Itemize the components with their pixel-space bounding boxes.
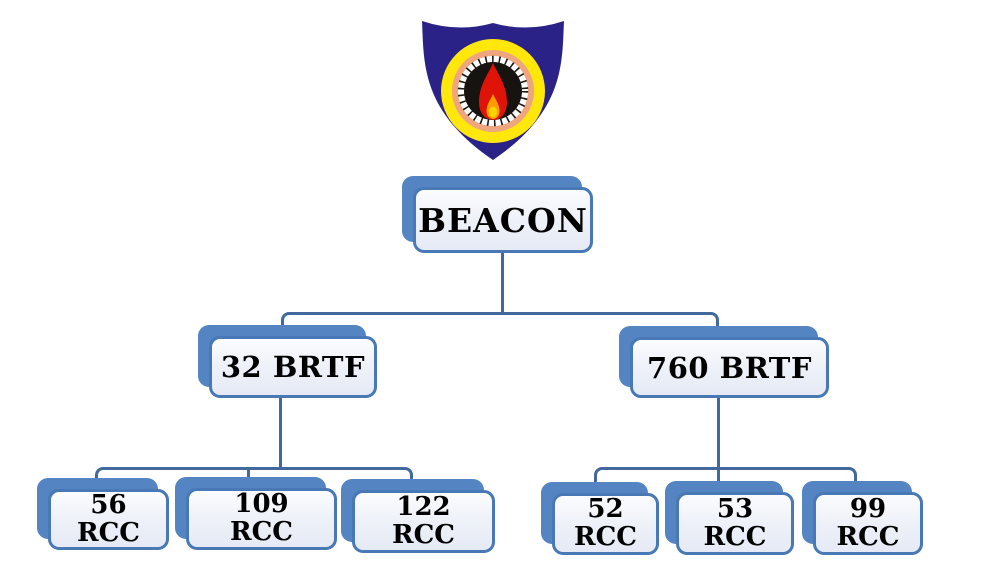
node-109-rcc-face: 109 RCC: [186, 488, 337, 550]
node-760-brtf-face: 760 BRTF: [630, 337, 829, 398]
node-99-rcc-face: 99 RCC: [813, 492, 923, 555]
connector-32brtf-stem: [279, 396, 282, 469]
node-99-rcc-type: RCC: [836, 521, 900, 552]
node-109-rcc-type: RCC: [230, 517, 293, 547]
ring-ticks: [457, 55, 529, 127]
node-109-rcc-number: 109: [234, 489, 289, 520]
node-760-brtf-label: 760 BRTF: [647, 350, 812, 385]
connector-drop-109rcc: [247, 469, 250, 482]
connector-760brtf-stem: [717, 396, 720, 486]
node-122-rcc: 122 RCC: [341, 479, 495, 553]
node-52-rcc-face: 52 RCC: [552, 493, 659, 555]
node-52-rcc-type: RCC: [574, 522, 637, 552]
node-53-rcc: 53 RCC: [665, 481, 794, 555]
connector-760brtf-bracket: [594, 467, 857, 484]
node-32-brtf-label: 32 BRTF: [220, 350, 366, 384]
node-53-rcc-number: 53: [716, 493, 754, 524]
flame-core: [489, 106, 497, 118]
node-beacon-face: BEACON: [413, 187, 593, 253]
node-53-rcc-face: 53 RCC: [676, 492, 794, 555]
node-beacon-label: BEACON: [418, 200, 588, 240]
node-109-rcc: 109 RCC: [175, 477, 337, 550]
flame-icon: [479, 63, 507, 120]
node-56-rcc-number: 56: [90, 489, 127, 520]
connector-root-bracket: [281, 312, 719, 329]
connector-root-stem: [501, 252, 504, 314]
node-122-rcc-number: 122: [396, 491, 451, 522]
beacon-crest-logo: [422, 21, 564, 160]
node-beacon: BEACON: [402, 176, 593, 253]
node-56-rcc: 56 RCC: [37, 478, 169, 550]
node-32-brtf-face: 32 BRTF: [209, 336, 377, 398]
node-99-rcc: 99 RCC: [802, 481, 923, 555]
node-56-rcc-type: RCC: [77, 517, 140, 548]
connector-32brtf-bracket: [95, 467, 413, 482]
node-56-rcc-face: 56 RCC: [48, 489, 169, 550]
node-32-brtf: 32 BRTF: [198, 325, 377, 398]
node-52-rcc-number: 52: [587, 494, 624, 525]
node-53-rcc-type: RCC: [703, 521, 767, 552]
node-760-brtf: 760 BRTF: [619, 326, 829, 398]
node-99-rcc-number: 99: [849, 493, 887, 524]
node-122-rcc-face: 122 RCC: [352, 490, 495, 553]
node-52-rcc: 52 RCC: [541, 482, 659, 555]
node-122-rcc-type: RCC: [392, 519, 455, 550]
